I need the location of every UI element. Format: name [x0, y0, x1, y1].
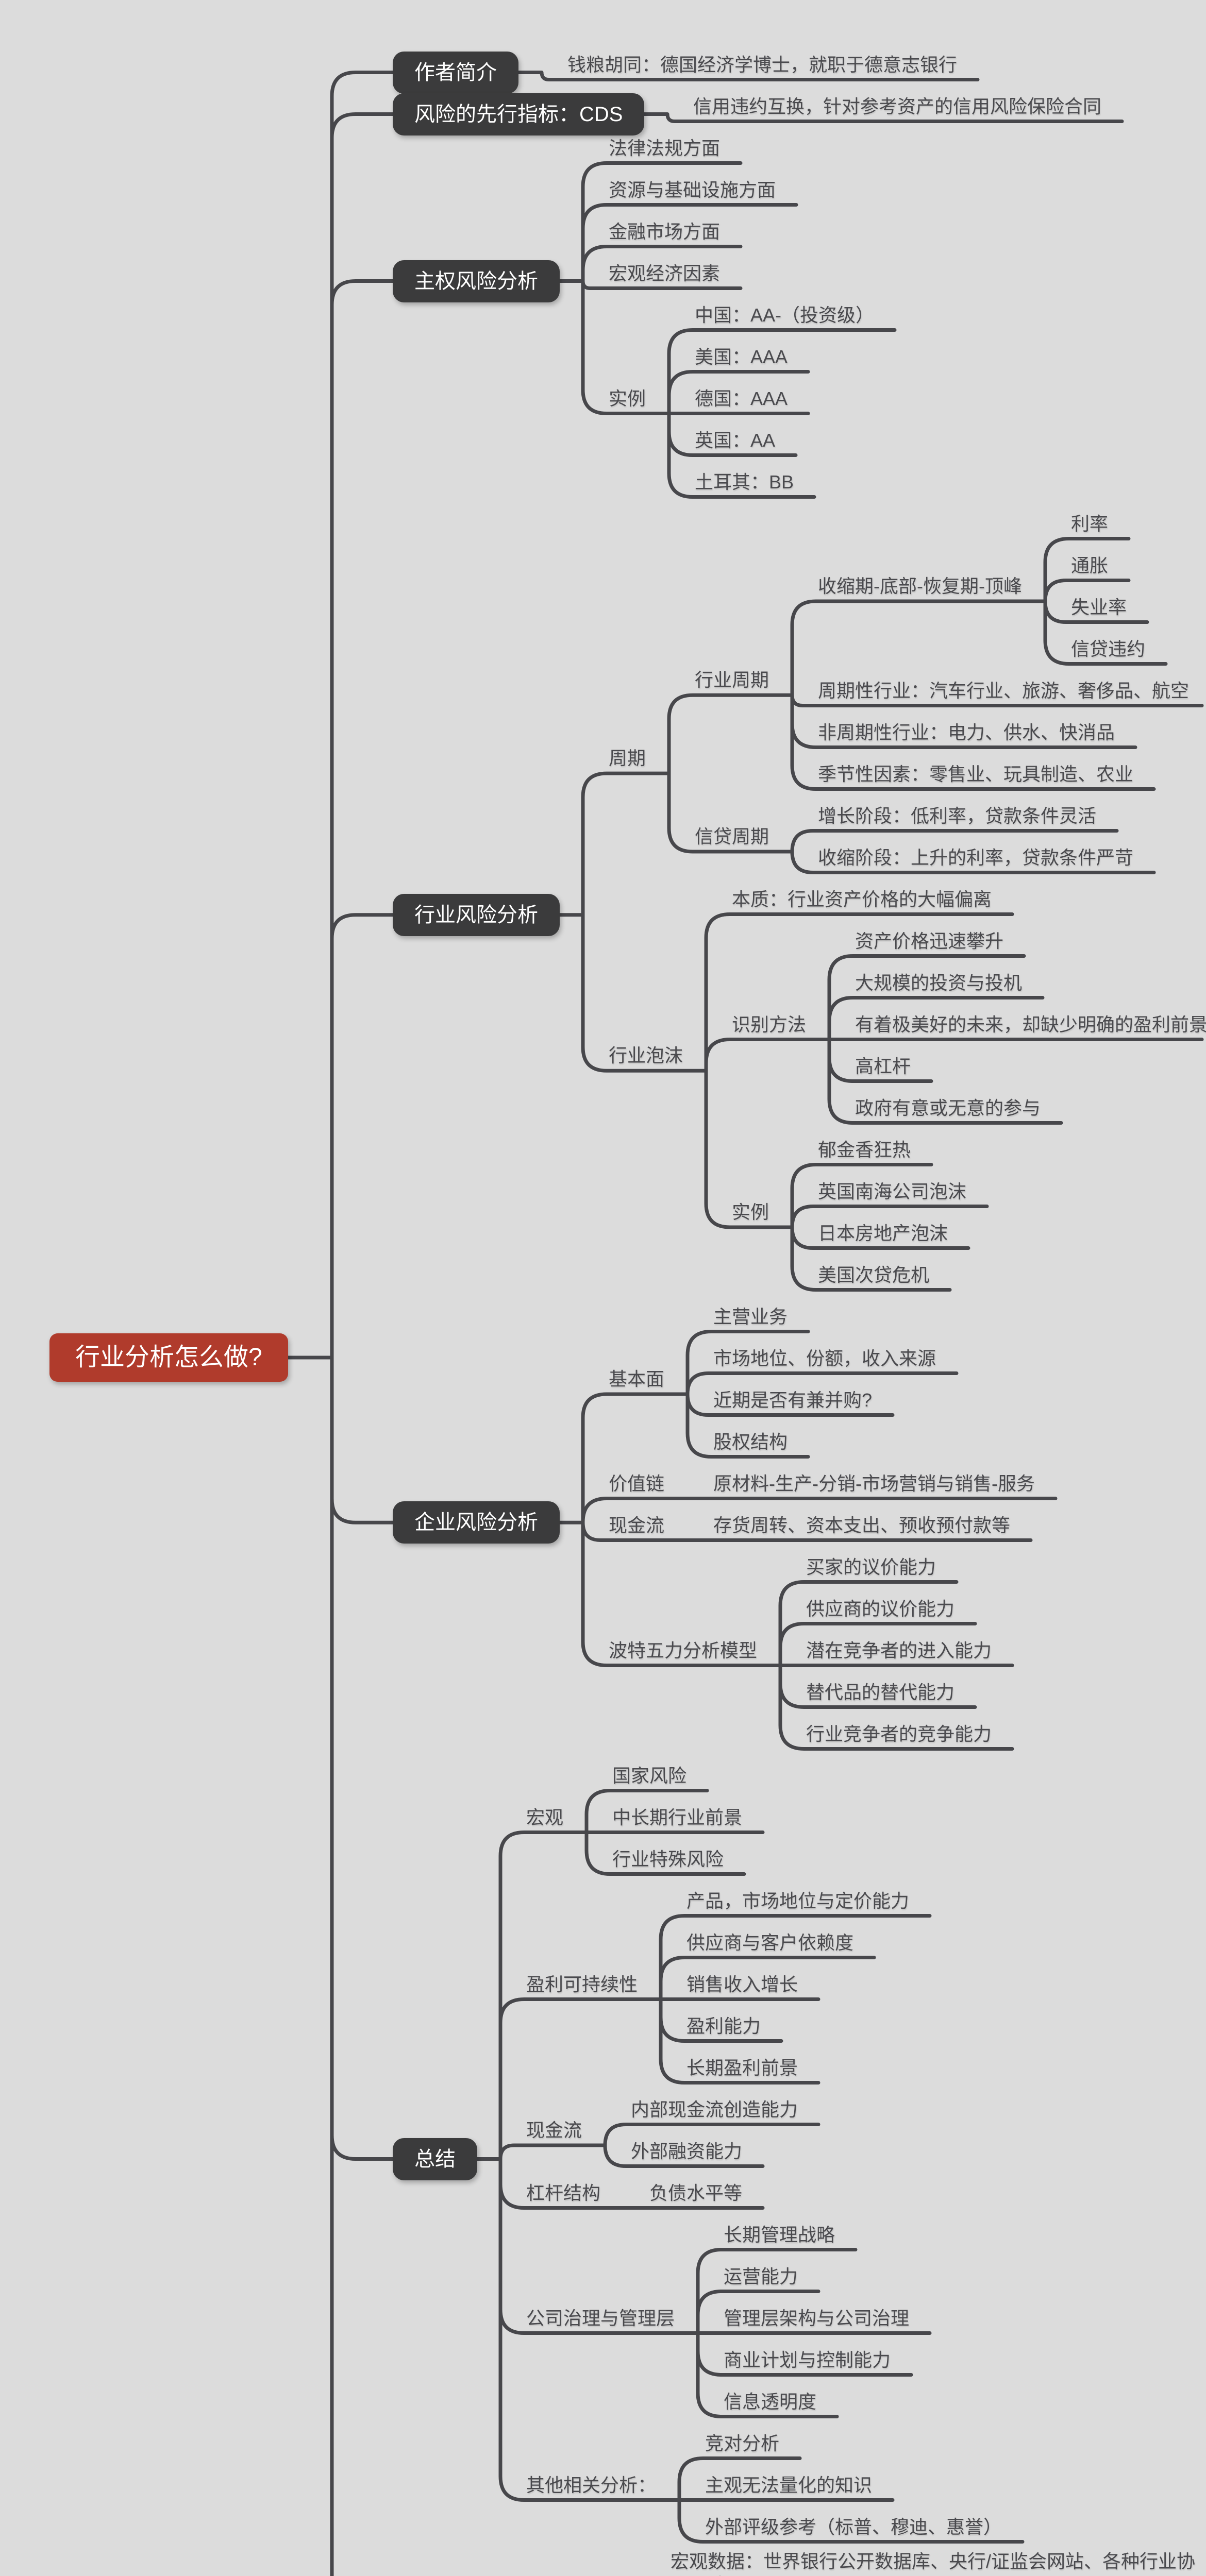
sub-topic[interactable]: 宏观数据：世界银行公开数据库、央行/证监会网站、各种行业协会网站: [671, 2550, 1196, 2576]
sub-topic[interactable]: 基本面: [609, 1368, 665, 1389]
sub-topic[interactable]: 收缩期-底部-恢复期-顶峰: [818, 575, 1022, 597]
sub-topic[interactable]: 行业特殊风险: [612, 1848, 724, 1870]
sub-topic[interactable]: 供应商与客户依赖度: [686, 1931, 854, 1953]
sub-topic[interactable]: 中长期行业前景: [612, 1806, 743, 1828]
sub-topic[interactable]: 现金流: [609, 1514, 665, 1536]
sub-topic[interactable]: 周期: [609, 748, 646, 769]
sub-topic[interactable]: 外部融资能力: [631, 2140, 743, 2162]
sub-topic[interactable]: 收缩阶段：上升的利率，贷款条件严苛: [818, 846, 1134, 868]
sub-topic[interactable]: 运营能力: [724, 2265, 798, 2287]
sub-topic[interactable]: 供应商的议价能力: [806, 1598, 955, 1619]
branch-topic[interactable]: 主权风险分析: [393, 260, 560, 302]
sub-topic[interactable]: 产品，市场地位与定价能力: [686, 1890, 910, 1911]
sub-topic[interactable]: 中国：AA-（投资级）: [695, 304, 875, 326]
sub-topic[interactable]: 实例: [609, 387, 646, 409]
sub-topic[interactable]: 内部现金流创造能力: [631, 2098, 798, 2120]
sub-topic[interactable]: 信息透明度: [724, 2391, 817, 2412]
sub-topic[interactable]: 识别方法: [732, 1013, 807, 1035]
sub-topic[interactable]: 有着极美好的未来，却缺少明确的盈利前景: [855, 1013, 1206, 1035]
connector-path: [284, 71, 1204, 2576]
sub-topic[interactable]: 金融市场方面: [609, 221, 721, 242]
sub-topic[interactable]: 价值链: [609, 1472, 665, 1494]
sub-topic[interactable]: 郁金香狂热: [818, 1139, 911, 1160]
sub-topic[interactable]: 失业率: [1071, 596, 1127, 618]
root-topic[interactable]: 行业分析怎么做?: [49, 1333, 288, 1382]
sub-topic[interactable]: 替代品的替代能力: [806, 1681, 955, 1703]
sub-topic[interactable]: 钱粮胡同：德国经济学博士，就职于德意志银行: [567, 54, 958, 75]
sub-topic[interactable]: 政府有意或无意的参与: [855, 1097, 1041, 1118]
sub-topic[interactable]: 主观无法量化的知识: [705, 2474, 873, 2496]
sub-topic[interactable]: 英国：AA: [695, 429, 776, 451]
sub-topic[interactable]: 实例: [732, 1201, 769, 1223]
sub-topic[interactable]: 股权结构: [713, 1431, 788, 1452]
sub-topic[interactable]: 商业计划与控制能力: [724, 2349, 891, 2370]
branch-topic[interactable]: 风险的先行指标：CDS: [393, 93, 645, 135]
sub-topic[interactable]: 本质：行业资产价格的大幅偏离: [732, 888, 992, 910]
sub-topic[interactable]: 存货周转、资本支出、预收预付款等: [713, 1514, 1011, 1536]
sub-topic[interactable]: 买家的议价能力: [806, 1556, 936, 1578]
sub-topic[interactable]: 行业周期: [695, 669, 769, 691]
sub-topic[interactable]: 行业竞争者的竞争能力: [806, 1723, 992, 1744]
sub-topic[interactable]: 美国次贷危机: [818, 1264, 930, 1285]
branch-topic[interactable]: 企业风险分析: [393, 1501, 560, 1544]
sub-topic[interactable]: 周期性行业：汽车行业、旅游、奢侈品、航空: [818, 680, 1190, 701]
sub-topic[interactable]: 负债水平等: [649, 2182, 743, 2204]
branch-topic[interactable]: 行业风险分析: [393, 893, 560, 936]
sub-topic[interactable]: 主营业务: [713, 1306, 788, 1327]
sub-topic[interactable]: 销售收入增长: [686, 1973, 798, 1995]
sub-topic[interactable]: 潜在竞争者的进入能力: [806, 1639, 992, 1661]
sub-topic[interactable]: 资源与基础设施方面: [609, 179, 776, 200]
sub-topic[interactable]: 信贷周期: [695, 826, 769, 847]
sub-topic[interactable]: 波特五力分析模型: [609, 1639, 758, 1661]
sub-topic[interactable]: 土耳其：BB: [695, 471, 794, 493]
sub-topic[interactable]: 法律法规方面: [609, 137, 721, 159]
sub-topic[interactable]: 增长阶段：低利率，贷款条件灵活: [818, 805, 1097, 826]
sub-topic[interactable]: 德国：AAA: [695, 387, 788, 409]
sub-topic[interactable]: 管理层架构与公司治理: [724, 2307, 910, 2329]
sub-topic[interactable]: 宏观经济因素: [609, 262, 721, 284]
sub-topic[interactable]: 行业泡沫: [609, 1045, 683, 1066]
sub-topic[interactable]: 国家风险: [612, 1765, 687, 1786]
sub-topic[interactable]: 公司治理与管理层: [526, 2307, 675, 2329]
sub-topic[interactable]: 日本房地产泡沫: [818, 1222, 948, 1244]
sub-topic[interactable]: 宏观: [526, 1806, 564, 1828]
sub-topic[interactable]: 外部评级参考（标普、穆迪、惠誉）: [705, 2516, 1002, 2537]
sub-topic[interactable]: 市场地位、份额，收入来源: [713, 1347, 936, 1369]
sub-topic[interactable]: 美国：AAA: [695, 346, 788, 367]
sub-topic[interactable]: 其他相关分析：: [526, 2474, 657, 2496]
sub-topic[interactable]: 非周期性行业：电力、供水、快消品: [818, 721, 1115, 743]
sub-topic[interactable]: 竞对分析: [705, 2432, 780, 2454]
sub-topic[interactable]: 信用违约互换，针对参考资产的信用风险保险合同: [693, 95, 1102, 117]
sub-topic[interactable]: 盈利可持续性: [526, 1973, 638, 1995]
sub-topic[interactable]: 英国南海公司泡沫: [818, 1180, 967, 1202]
sub-topic[interactable]: 通胀: [1071, 554, 1109, 576]
branch-topic[interactable]: 总结: [393, 2138, 477, 2180]
sub-topic[interactable]: 现金流: [526, 2120, 582, 2141]
sub-topic[interactable]: 长期管理战略: [724, 2224, 835, 2245]
sub-topic[interactable]: 原材料-生产-分销-市场营销与销售-服务: [713, 1472, 1035, 1494]
sub-topic[interactable]: 近期是否有兼并购?: [713, 1389, 873, 1411]
sub-topic[interactable]: 杠杆结构: [526, 2182, 601, 2204]
sub-topic[interactable]: 高杠杆: [855, 1055, 911, 1077]
sub-topic[interactable]: 资产价格迅速攀升: [855, 930, 1004, 952]
sub-topic[interactable]: 盈利能力: [686, 2015, 761, 2037]
sub-topic[interactable]: 大规模的投资与投机: [855, 972, 1023, 993]
branch-topic[interactable]: 作者简介: [393, 51, 518, 94]
sub-topic[interactable]: 利率: [1071, 513, 1109, 534]
sub-topic[interactable]: 信贷违约: [1071, 638, 1146, 659]
sub-topic[interactable]: 长期盈利前景: [686, 2057, 798, 2078]
sub-topic[interactable]: 季节性因素：零售业、玩具制造、农业: [818, 763, 1134, 785]
